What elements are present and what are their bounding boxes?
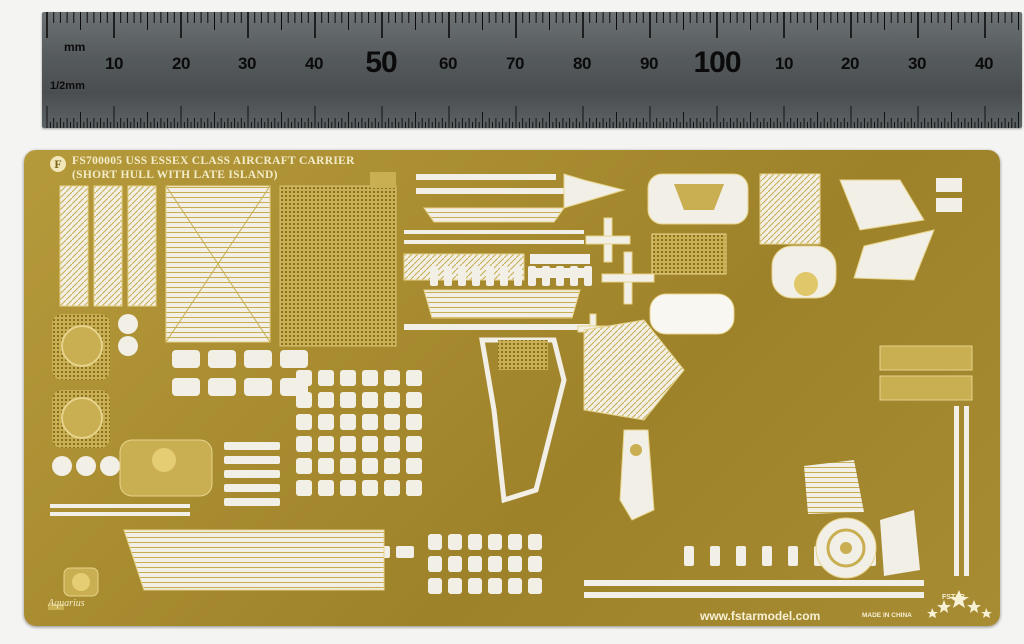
ruler-number: 20 bbox=[841, 54, 859, 73]
wheel-parts bbox=[804, 460, 920, 579]
fret-website: www.fstarmodel.com bbox=[700, 609, 821, 623]
ruler-number: 30 bbox=[238, 54, 256, 73]
railing-panels bbox=[165, 185, 271, 343]
ruler-number: 60 bbox=[439, 54, 457, 73]
grating-strip bbox=[879, 345, 973, 371]
photo-etch-fret: F FS700005 USS ESSEX CLASS AIRCRAFT CARR… bbox=[24, 150, 1000, 626]
deck-grating bbox=[279, 185, 397, 347]
crane-parts bbox=[479, 319, 685, 521]
fret-made-in: MADE IN CHINA bbox=[862, 612, 912, 619]
star-logo bbox=[927, 590, 992, 618]
ruler-number: 20 bbox=[172, 54, 190, 73]
grating-strip bbox=[879, 375, 973, 401]
ruler-number: 30 bbox=[908, 54, 926, 73]
ruler-ticks bbox=[46, 12, 1019, 128]
bottom-railings bbox=[48, 580, 924, 610]
steel-ruler: mm 1/2mm 10 20 30 40 50 60 70 80 90 100 … bbox=[42, 12, 1022, 128]
ruler-number: 40 bbox=[305, 54, 323, 73]
ruler-number: 100 bbox=[693, 46, 741, 79]
gun-tubs bbox=[52, 314, 213, 497]
ruler-number: 40 bbox=[975, 54, 993, 73]
ruler-number: 70 bbox=[506, 54, 524, 73]
etched-parts bbox=[48, 172, 992, 618]
island-parts bbox=[647, 173, 962, 335]
ruler-unit-half-mm: 1/2mm bbox=[50, 80, 85, 92]
ladder-parts bbox=[59, 185, 157, 307]
fret-badge: F bbox=[50, 156, 66, 172]
ruler-number: 10 bbox=[105, 54, 123, 73]
fret-brand: FSTAR bbox=[942, 594, 965, 601]
ruler-number: 50 bbox=[365, 46, 397, 79]
fret-title-line2: (SHORT HULL WITH LATE ISLAND) bbox=[72, 169, 278, 181]
fret-title-line1: FS700005 USS ESSEX CLASS AIRCRAFT CARRIE… bbox=[72, 155, 355, 167]
fret-maker: Aquarius bbox=[48, 598, 85, 609]
ruler-number: 90 bbox=[640, 54, 658, 73]
hull-sponson bbox=[50, 504, 385, 597]
ruler-unit-mm: mm bbox=[64, 40, 86, 54]
ruler-number: 10 bbox=[775, 54, 793, 73]
ruler-number: 80 bbox=[573, 54, 591, 73]
